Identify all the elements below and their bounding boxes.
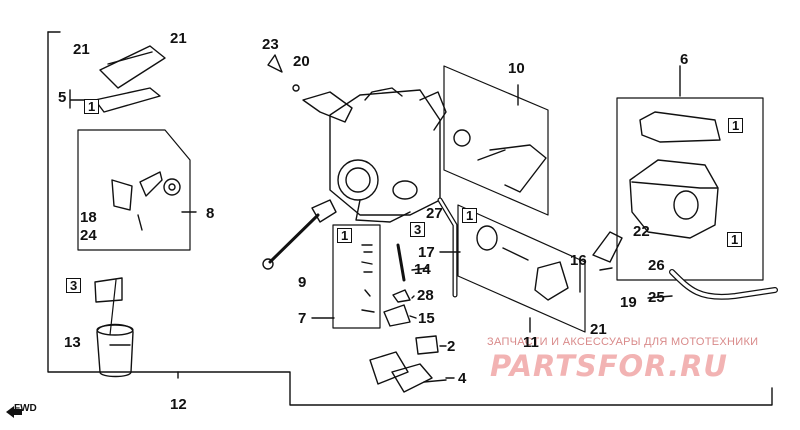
fwd-arrow-icon [6, 406, 22, 418]
callout-9: 9 [298, 274, 307, 291]
callout-10: 10 [508, 60, 525, 77]
callout-15: 15 [418, 310, 435, 327]
callout-20: 20 [293, 53, 310, 70]
callout-24: 24 [80, 227, 97, 244]
callout-21-left: 21 [73, 41, 90, 58]
callout-12: 12 [170, 396, 187, 413]
fwd-label: FWD [14, 403, 37, 414]
assembly-outline [47, 31, 773, 406]
callout-5: 5 [58, 89, 67, 106]
callout-2: 2 [447, 338, 456, 355]
callout-3-jet: 3 [410, 222, 426, 237]
callout-27: 27 [426, 205, 443, 222]
callout-7: 7 [298, 310, 307, 327]
callout-1-float-gasket: 1 [728, 118, 744, 133]
callout-1-jet-stack: 1 [337, 228, 353, 243]
callout-21-right: 21 [170, 30, 187, 47]
watermark-brand: PARTSFOR.RU [490, 349, 728, 383]
callout-1-top-cover: 1 [84, 99, 100, 114]
callout-19: 19 [620, 294, 637, 311]
callout-13: 13 [64, 334, 81, 351]
callout-22: 22 [633, 223, 650, 240]
callout-1-accel-pump: 1 [462, 208, 478, 223]
callout-16: 16 [570, 252, 587, 269]
callout-21-bottom: 21 [590, 321, 607, 338]
callout-8: 8 [206, 205, 215, 222]
watermark-title: ЗАПЧАСТИ И АКСЕССУАРЫ ДЛЯ МОТОТЕХНИКИ [487, 336, 759, 348]
callout-11: 11 [523, 334, 539, 351]
callout-6: 6 [680, 51, 689, 68]
callout-1-float-bowl: 1 [727, 232, 743, 247]
callout-25: 25 [648, 289, 665, 306]
callout-14: 14 [414, 261, 431, 278]
callout-26: 26 [648, 257, 665, 274]
callout-17: 17 [418, 244, 435, 261]
callout-28: 28 [417, 287, 434, 304]
callout-4: 4 [458, 370, 467, 387]
callout-3-needle: 3 [66, 278, 82, 293]
callout-23: 23 [262, 36, 279, 53]
callout-18: 18 [80, 209, 97, 226]
